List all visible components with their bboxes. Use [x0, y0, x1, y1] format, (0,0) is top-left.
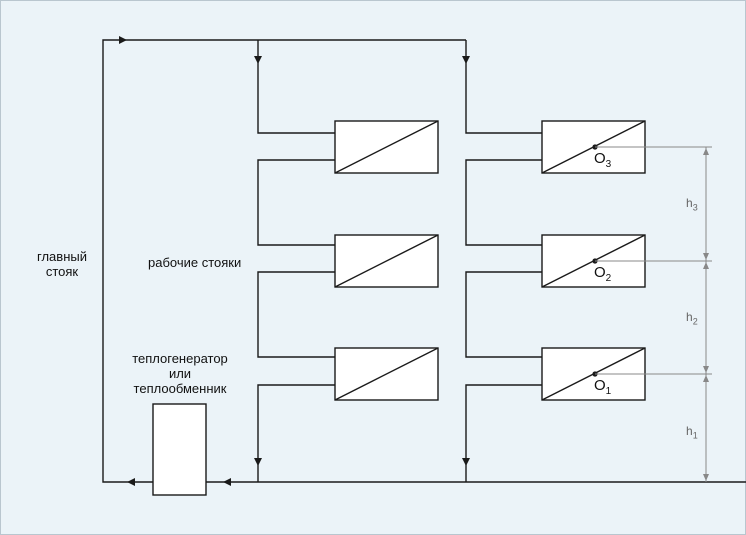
heat-source-label-line2: или	[168, 366, 192, 381]
height-h2-label: h2	[686, 310, 698, 326]
height-index: 1	[692, 430, 698, 441]
dim-arrow	[703, 375, 709, 382]
point-o3-label: O3	[594, 150, 611, 170]
arrow-right-riser-bottom	[462, 458, 470, 466]
left-riser-link-2	[257, 271, 335, 358]
dim-arrow	[703, 262, 709, 269]
arrow-left-riser-top	[254, 56, 262, 64]
point-letter: O	[594, 264, 606, 281]
left-riser-link-1	[257, 159, 335, 246]
right-riser-link-1	[465, 159, 542, 246]
radiator-diagonal	[334, 347, 439, 401]
dim-arrow	[703, 253, 709, 260]
radiator-diagonal	[334, 120, 439, 174]
main-riser-label: главный стояк	[28, 249, 96, 279]
radiator-diagonal	[334, 234, 439, 288]
arrow-left-riser-bottom	[254, 458, 262, 466]
height-letter: h	[686, 196, 693, 210]
height-letter: h	[686, 310, 693, 324]
working-risers-label: рабочие стояки	[148, 255, 242, 270]
left-riser-return	[257, 384, 335, 482]
dim-arrow	[703, 366, 709, 373]
point-o1-label: O1	[594, 377, 611, 397]
main-riser-label-line1: главный	[37, 249, 87, 264]
dim-arrow	[703, 474, 709, 481]
heat-source-label-line3: теплообменник	[133, 381, 227, 396]
right-riser-return	[465, 384, 542, 482]
height-index: 3	[692, 202, 698, 213]
left-riser-supply-top	[257, 40, 335, 134]
arrow-top	[119, 36, 127, 44]
point-index: 1	[605, 386, 612, 397]
point-letter: O	[594, 377, 606, 394]
main-riser-label-line2: стояк	[45, 264, 79, 279]
heat-source-label: теплогенератор или теплообменник	[110, 351, 250, 396]
right-riser-supply-top	[465, 40, 542, 134]
height-h1-label: h1	[686, 424, 698, 440]
right-riser-link-2	[465, 271, 542, 358]
dim-arrow	[703, 148, 709, 155]
point-index: 3	[605, 159, 612, 170]
arrow-return-left	[127, 478, 135, 486]
heat-source-box	[152, 403, 207, 496]
height-index: 2	[692, 316, 698, 327]
heat-source-label-line1: теплогенератор	[132, 351, 228, 366]
arrow-right-riser-top	[462, 56, 470, 64]
point-o2-label: O2	[594, 264, 611, 284]
point-index: 2	[605, 273, 612, 284]
height-h3-label: h3	[686, 196, 698, 212]
height-letter: h	[686, 424, 693, 438]
point-letter: O	[594, 150, 606, 167]
arrow-return-mid	[223, 478, 231, 486]
